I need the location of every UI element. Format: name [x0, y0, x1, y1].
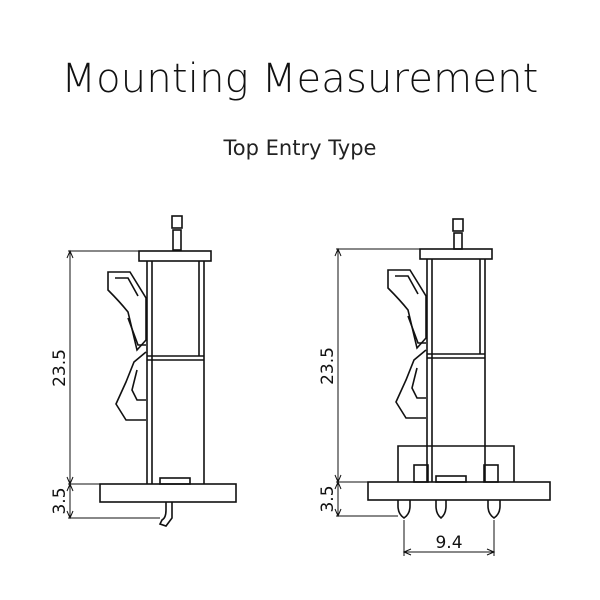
right-mount-bracket [397, 445, 515, 482]
left-latch-lower [115, 351, 147, 421]
right-foot-dimension: 3.5 [318, 485, 338, 512]
right-top-cap [419, 248, 493, 260]
left-latch-upper [107, 271, 147, 352]
right-pin-tip [452, 218, 464, 232]
left-connector-drawing [66, 215, 237, 527]
left-foot-dimension: 3.5 [50, 487, 70, 514]
left-pin-stem [172, 229, 182, 251]
right-connector-drawing [334, 218, 551, 556]
left-height-dimension: 23.5 [50, 349, 70, 387]
right-bottom-pin-center [435, 500, 447, 520]
right-pin-stem [453, 232, 463, 250]
page-subtitle: Top Entry Type [223, 136, 377, 160]
right-latch-upper [387, 269, 427, 350]
left-bottom-terminal [158, 502, 173, 527]
left-flange [99, 483, 237, 503]
right-bottom-pin-right [487, 500, 501, 519]
right-flange [367, 481, 551, 501]
left-pin-tip [171, 215, 183, 229]
right-bottom-pin-left [397, 500, 411, 519]
left-flange-boss [159, 477, 191, 485]
right-latch-lower [395, 349, 427, 419]
left-top-cap [138, 250, 212, 262]
right-pitch-dimension: 9.4 [435, 533, 462, 553]
page-title: Mounting Measurement [61, 56, 539, 102]
right-height-dimension: 23.5 [318, 347, 338, 385]
